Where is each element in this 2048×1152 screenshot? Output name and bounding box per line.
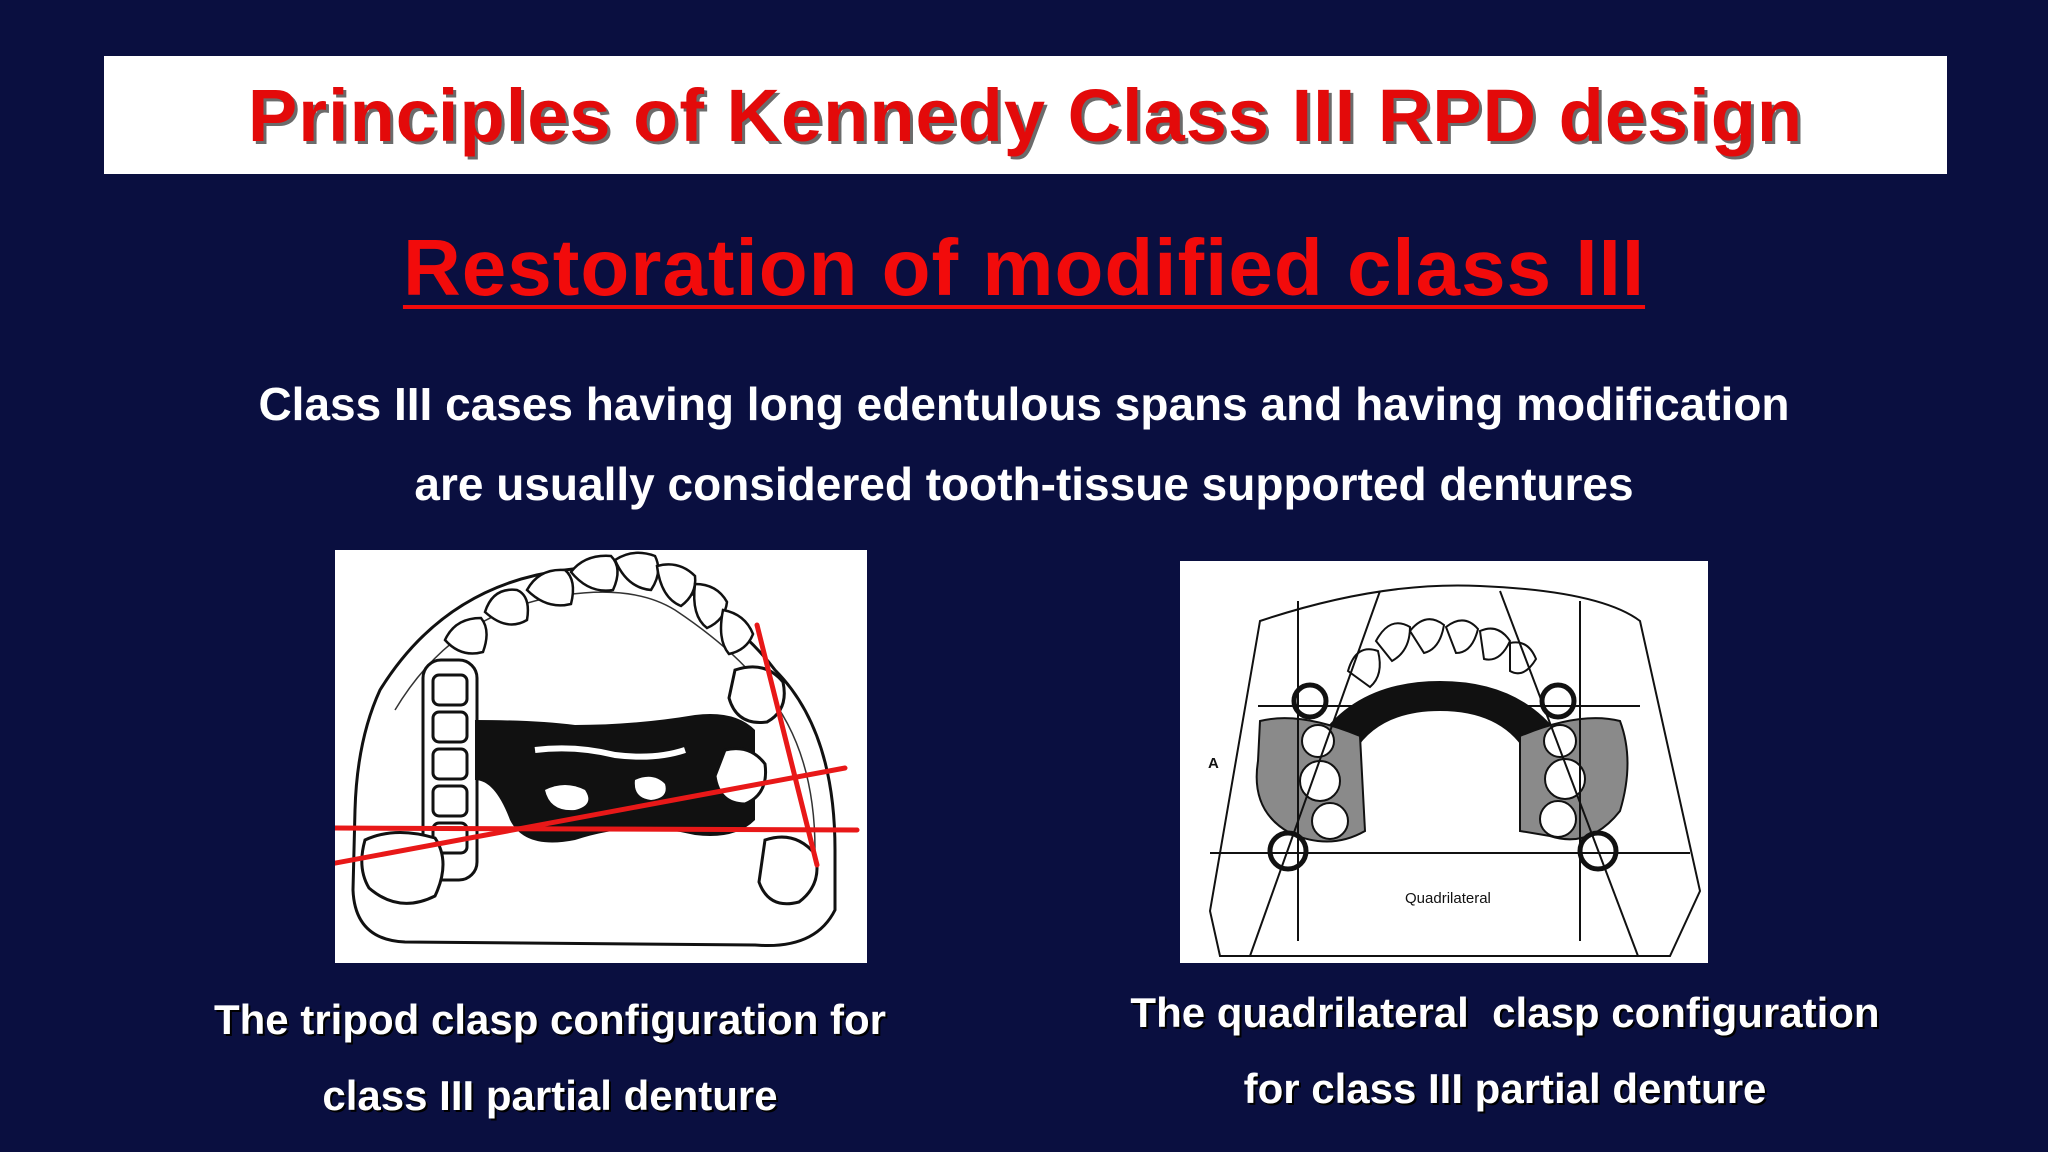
body-line: are usually considered tooth-tissue supp… [414, 458, 1634, 510]
body-line: Class III cases having long edentulous s… [258, 378, 1790, 430]
title-banner: Principles of Kennedy Class III RPD desi… [104, 56, 1947, 174]
caption-line: The quadrilateral clasp configuration [1130, 989, 1880, 1036]
quadrilateral-denture-drawing: A Quadrilateral [1208, 584, 1702, 957]
slide-title: Principles of Kennedy Class III RPD desi… [247, 73, 1804, 157]
tripod-configuration-figure [335, 550, 867, 963]
quadrilateral-label: Quadrilateral [1405, 890, 1491, 907]
figure-letter: A [1208, 755, 1219, 772]
tripod-caption: The tripod clasp configuration for class… [140, 982, 960, 1134]
caption-line: The tripod clasp configuration for [214, 996, 886, 1043]
body-paragraph: Class III cases having long edentulous s… [0, 364, 2048, 524]
caption-line: class III partial denture [322, 1072, 778, 1119]
tripod-denture-drawing [335, 551, 860, 948]
caption-line: for class III partial denture [1243, 1065, 1767, 1112]
slide-subtitle: Restoration of modified class III [402, 223, 1646, 312]
quadrilateral-caption: The quadrilateral clasp configuration fo… [1075, 975, 1935, 1127]
quadrilateral-configuration-figure: A Quadrilateral [1180, 561, 1708, 963]
